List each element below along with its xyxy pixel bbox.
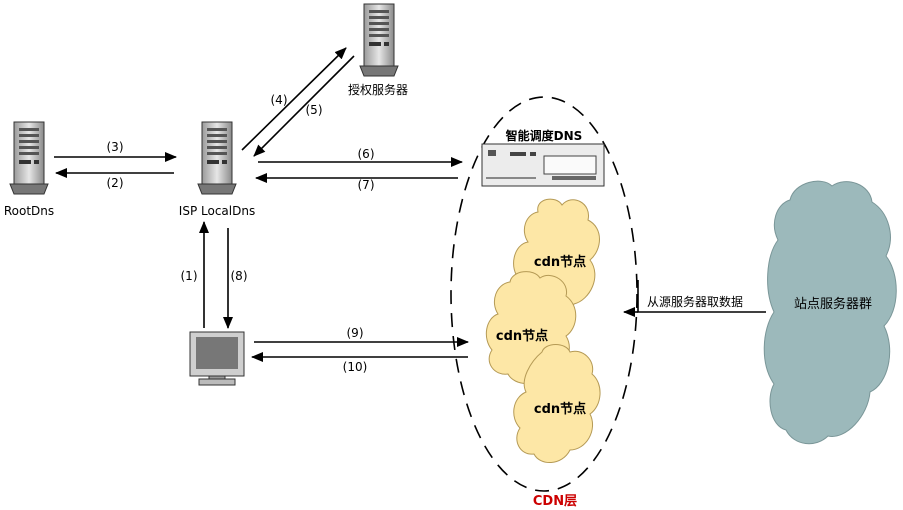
origin-cluster-cloud <box>763 180 897 445</box>
step-label-8: (8) <box>231 269 248 283</box>
client-monitor-icon <box>189 331 245 386</box>
origin-cluster-label: 站点服务器群 <box>794 296 872 312</box>
arrow-5 <box>253 55 355 157</box>
step-label-10: (10) <box>343 360 368 374</box>
root-dns-label: RootDns <box>4 204 54 218</box>
step-label-3: (3) <box>107 140 124 154</box>
origin-fetch-label: 从源服务器取数据 <box>647 294 743 309</box>
cdn-layer-boundary <box>450 96 638 492</box>
root-dns-server-icon <box>9 121 49 195</box>
step-label-7: (7) <box>358 178 375 192</box>
cdn-layer-label: CDN层 <box>533 494 577 509</box>
smart-dns-device-icon <box>481 143 605 187</box>
auth-server-label: 授权服务器 <box>348 82 408 97</box>
cdn-node-label-3: cdn节点 <box>534 401 586 417</box>
cdn-node-cloud-bottom <box>513 344 601 463</box>
step-label-9: (9) <box>347 326 364 340</box>
step-label-1: (1) <box>181 269 198 283</box>
step-label-4: (4) <box>271 93 288 107</box>
arrows <box>54 47 766 362</box>
auth-server-icon <box>359 3 399 77</box>
local-dns-server-icon <box>197 121 237 195</box>
arrow-4 <box>241 47 347 151</box>
step-label-6: (6) <box>358 147 375 161</box>
local-dns-label: ISP LocalDns <box>179 204 255 218</box>
step-label-5: (5) <box>306 103 323 117</box>
step-label-2: (2) <box>107 176 124 190</box>
smart-dns-label: 智能调度DNS <box>505 128 583 143</box>
cdn-node-label-2: cdn节点 <box>496 328 548 344</box>
cdn-node-label-1: cdn节点 <box>534 254 586 270</box>
